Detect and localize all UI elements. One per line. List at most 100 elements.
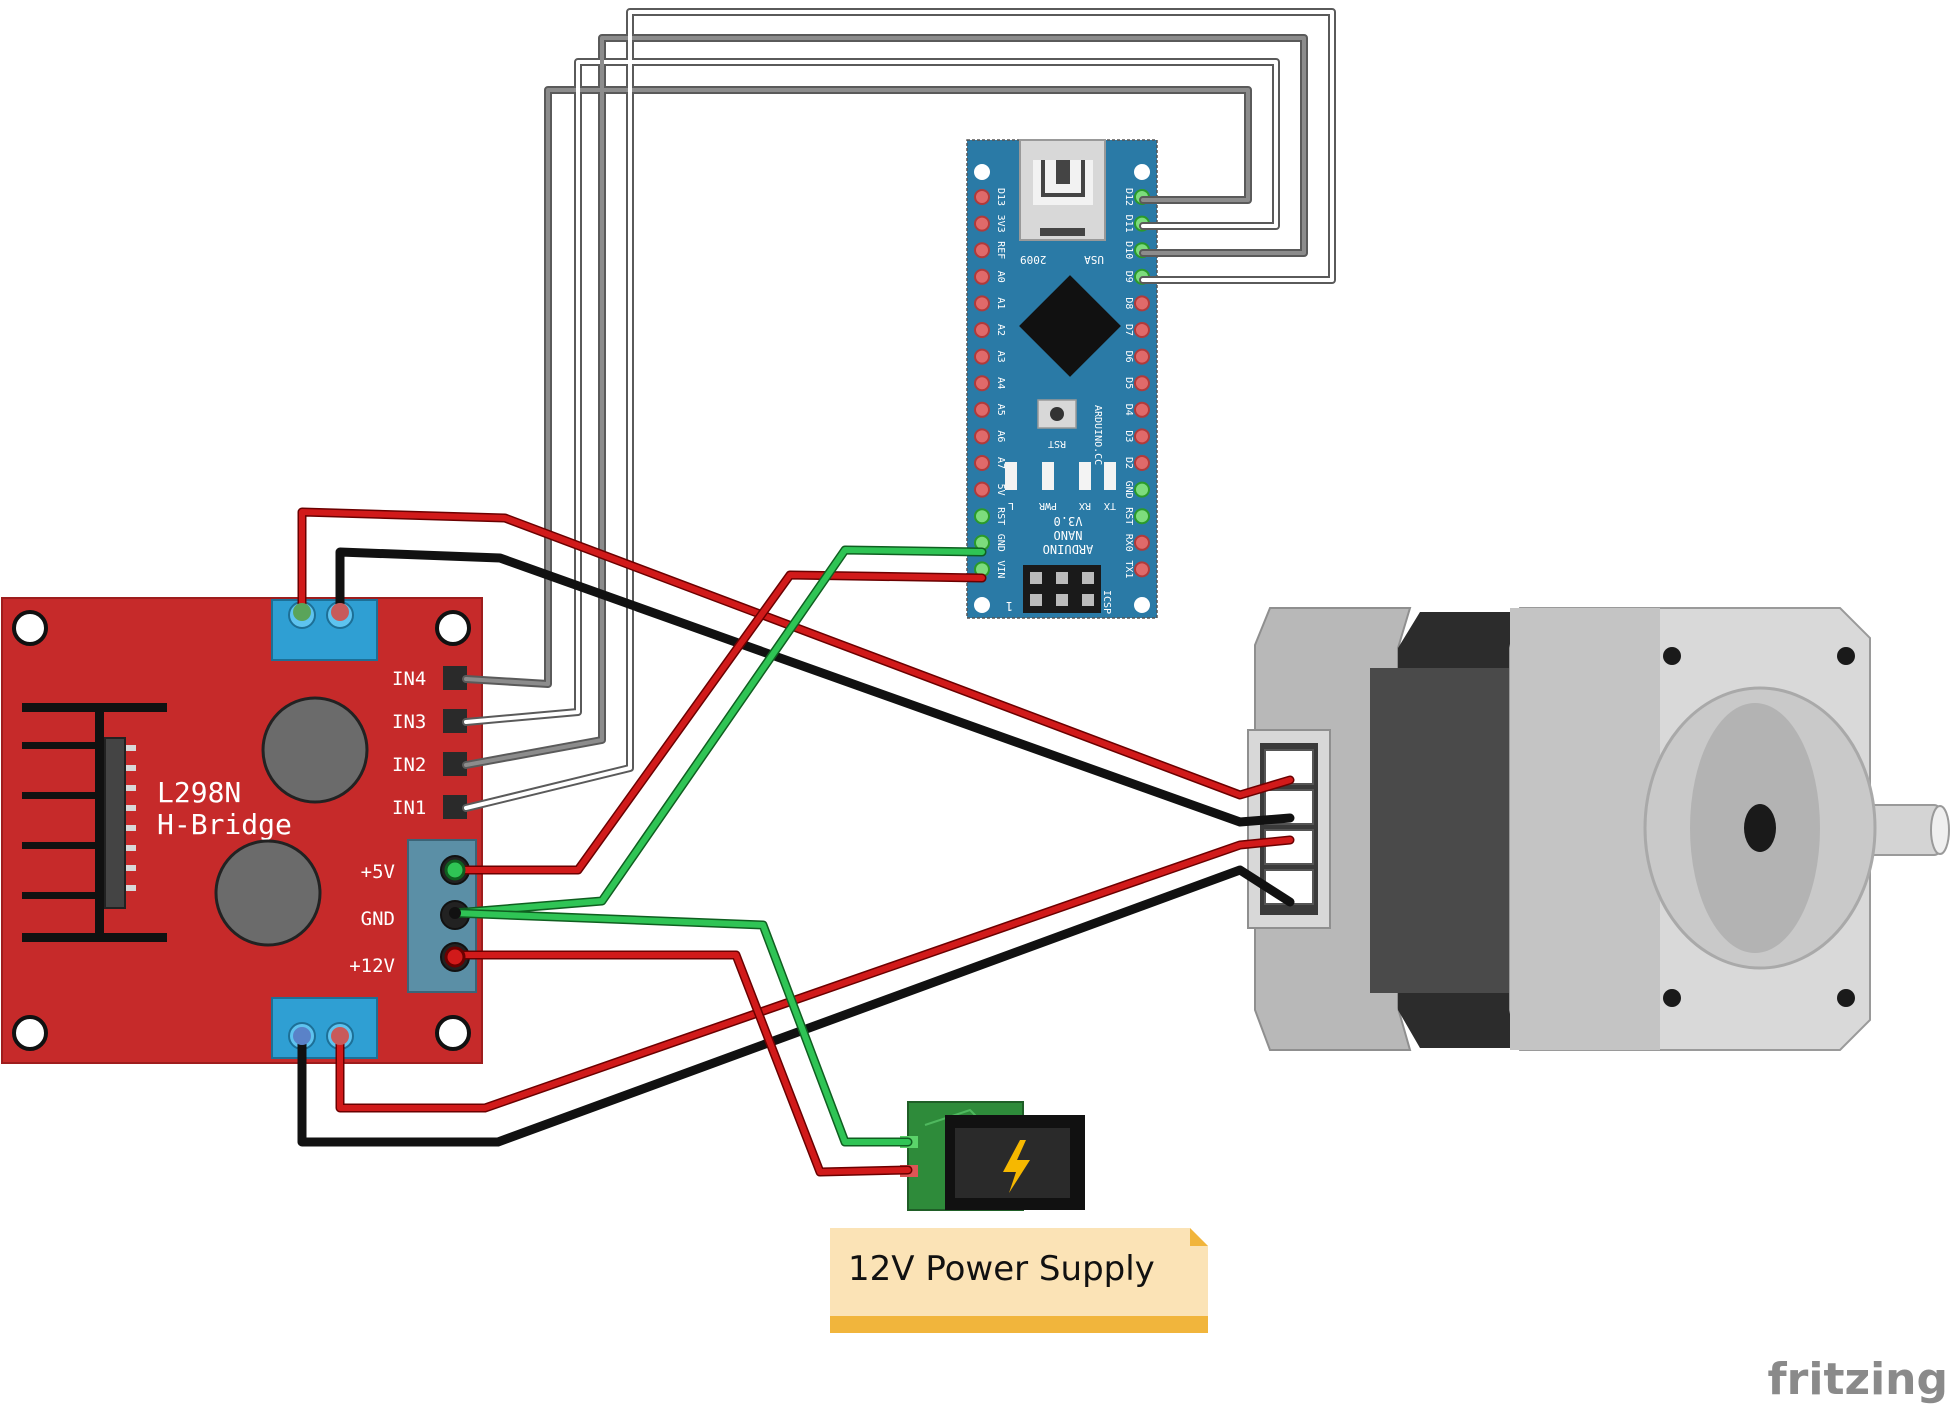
nano-pin-tx1-right — [1134, 561, 1150, 578]
input-label-in1: IN1 — [392, 797, 426, 819]
nano-pin-label-rst-right: RST — [1123, 507, 1134, 525]
capacitor — [214, 839, 322, 947]
wire-motor-a-black — [335, 547, 1295, 827]
nano-pin-label-gnd-right: GND — [1123, 481, 1134, 499]
nano-pin-d3-right — [1134, 428, 1150, 445]
nano-pin-label-a5-left: A5 — [995, 404, 1006, 416]
nano-rst-button-label: RST — [1048, 438, 1066, 449]
power-label-gnd: GND — [361, 908, 395, 930]
nano-mcu-chip — [1019, 275, 1121, 377]
nano-pin-label-d13-left: D13 — [995, 188, 1006, 206]
nano-pin-d5-right — [1134, 375, 1150, 392]
heatsink — [22, 703, 167, 942]
nano-pin-label-d11-right: D11 — [1123, 215, 1134, 233]
nano-pin-5v-left — [974, 481, 990, 498]
nano-pin-d4-right — [1134, 401, 1150, 418]
wire-motor-b-red — [337, 837, 1293, 1111]
nano-usa-label: USA — [1084, 253, 1104, 266]
power-supply-note: 12V Power Supply — [830, 1228, 1208, 1333]
nano-pin-label-vin-left: VIN — [995, 560, 1006, 578]
nano-pin-d13-left — [974, 189, 990, 205]
stepper-motor — [1247, 607, 1950, 1051]
nano-site-label: ARDUINO.CC — [1092, 405, 1103, 465]
led-label-tx: TX — [1104, 500, 1116, 511]
nano-name-line2: NANO — [1054, 528, 1083, 542]
lightning-bolt-icon — [1003, 1140, 1030, 1193]
nano-pin-label-a2-left: A2 — [995, 324, 1006, 336]
l298n-board: L298N H-Bridge IN4 IN3 IN2 IN1 +5V GND +… — [1, 597, 483, 1064]
motor-a-terminal — [271, 599, 378, 661]
nano-pin-label-d4-right: D4 — [1123, 404, 1134, 416]
input-label-in2: IN2 — [392, 754, 426, 776]
nano-pin-gnd-right — [1134, 481, 1150, 498]
nano-pin-label-d5-right: D5 — [1123, 377, 1134, 389]
nano-pin-label-d9-right: D9 — [1123, 271, 1134, 283]
nano-pin-label-d7-right: D7 — [1123, 324, 1134, 336]
nano-pin-label-a4-left: A4 — [995, 377, 1006, 389]
hbridge-title-line2: H-Bridge — [157, 808, 292, 841]
nano-pin-label-d3-right: D3 — [1123, 430, 1134, 442]
wire-in2-d10 — [462, 34, 1308, 769]
led-pwr — [1042, 462, 1054, 490]
nano-pin-label-d6-right: D6 — [1123, 351, 1134, 363]
nano-pin-rst-right — [1134, 508, 1150, 525]
l298n-chip — [104, 737, 126, 909]
nano-pin-label-a7-left: A7 — [995, 457, 1006, 469]
led-rx — [1079, 462, 1091, 490]
nano-name-line1: ARDUINO — [1043, 542, 1094, 556]
nano-pin-a3-left — [974, 348, 990, 365]
nano-pin-label-5v-left: 5V — [995, 484, 1006, 496]
wire-motor-b-black — [297, 865, 1295, 1147]
led-label-rx: RX — [1079, 500, 1091, 511]
nano-pin-label-a6-left: A6 — [995, 430, 1006, 442]
nano-pin-d8-right — [1134, 295, 1150, 312]
nano-pin-label-ref-left: REF — [995, 241, 1006, 259]
nano-pin-d6-right — [1134, 348, 1150, 365]
input-label-in4: IN4 — [392, 668, 426, 690]
nano-pin-label-a3-left: A3 — [995, 351, 1006, 363]
nano-pin-label-rst-left: RST — [995, 507, 1006, 525]
wire-motor-a-red — [299, 509, 1293, 798]
nano-pin-label-d10-right: D10 — [1123, 241, 1134, 259]
icsp-pin1-label: 1 — [1006, 599, 1013, 613]
nano-pin-a7-left — [974, 455, 990, 471]
power-jack — [900, 1101, 1085, 1211]
nano-pin-label-a1-left: A1 — [995, 297, 1006, 309]
nano-pin-label-d2-right: D2 — [1123, 457, 1134, 469]
nano-pin-ref-left — [974, 242, 990, 259]
usb-connector — [1019, 139, 1106, 241]
wire-5v-vin — [452, 572, 985, 873]
fritzing-watermark: fritzing — [1768, 1354, 1948, 1404]
input-label-in3: IN3 — [392, 711, 426, 733]
nano-pin-a2-left — [974, 322, 990, 338]
nano-pin-d7-right — [1134, 322, 1150, 338]
icsp-header — [1023, 565, 1101, 613]
nano-pin-a5-left — [974, 401, 990, 418]
nano-pin-3v3-left — [974, 215, 990, 232]
capacitor — [261, 696, 369, 804]
nano-pin-label-3v3-left: 3V3 — [995, 215, 1006, 233]
nano-pin-a1-left — [974, 295, 990, 312]
nano-pin-a0-left — [974, 268, 990, 285]
led-label-pwr: PWR — [1038, 500, 1057, 511]
arduino-nano: 2009 USA RST ARDUINO.CC L PWR RX TX ARDU… — [966, 139, 1158, 619]
nano-pin-rst-left — [974, 508, 990, 525]
motor-shaft-end — [1930, 805, 1950, 855]
nano-pin-rx0-right — [1134, 534, 1150, 551]
led-tx — [1104, 462, 1116, 490]
wire-gnd-nano — [452, 547, 985, 916]
nano-pin-a6-left — [974, 428, 990, 445]
wires — [293, 8, 1336, 1177]
nano-pin-label-rx0-right: RX0 — [1123, 534, 1134, 552]
motor-b-terminal — [271, 997, 378, 1059]
wire-gnd-jack — [452, 910, 911, 1145]
nano-name-line3: V3.0 — [1054, 514, 1083, 528]
led-label-l: L — [1008, 500, 1014, 511]
power-label-12v: +12V — [349, 955, 395, 977]
nano-pin-label-gnd-left: GND — [995, 534, 1006, 552]
nano-pin-label-a0-left: A0 — [995, 271, 1006, 283]
icsp-label: ICSP — [1101, 590, 1112, 614]
